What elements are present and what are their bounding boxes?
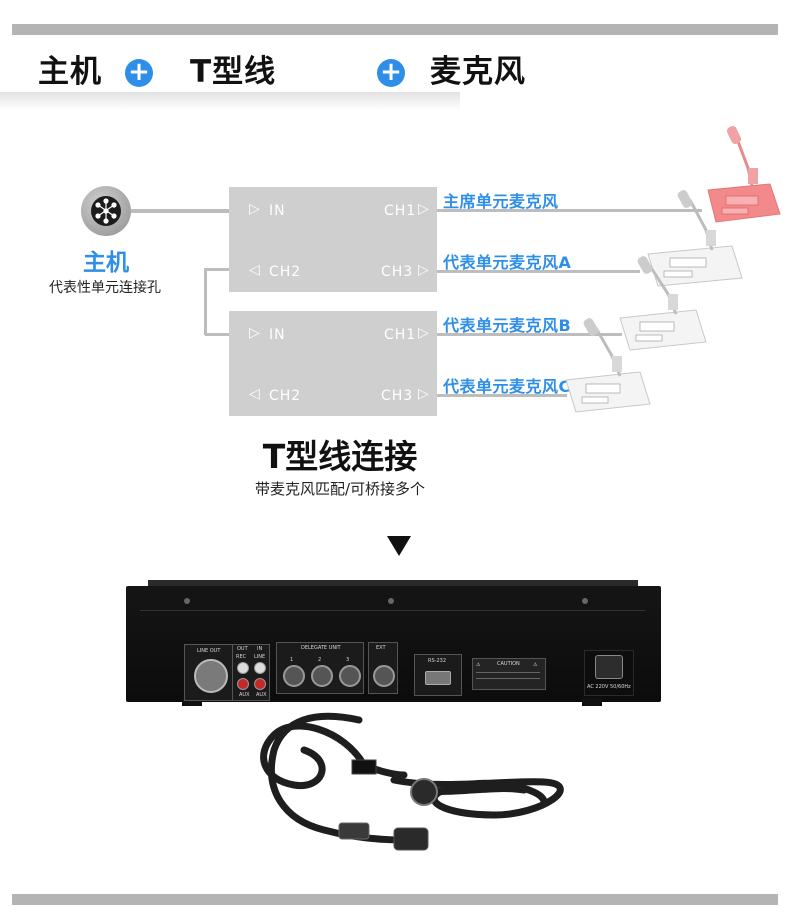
ch1-wire-1 bbox=[437, 209, 702, 212]
in-label: IN bbox=[257, 646, 263, 652]
ch3-label: CH3 bbox=[381, 264, 414, 280]
delegate-mic-b-icon bbox=[619, 256, 707, 351]
delegate-mic-b-label: 代表单元麦克风B bbox=[443, 316, 572, 335]
section-title: T型线连接 bbox=[262, 437, 418, 476]
rec-label: REC bbox=[236, 654, 247, 660]
delegate-unit-panel: DELEGATE UNIT 1 2 3 bbox=[276, 642, 364, 694]
channel-1-label: 1 bbox=[290, 657, 294, 663]
rca-red-icon bbox=[254, 678, 266, 690]
ch3-label: CH3 bbox=[381, 388, 414, 404]
ch3-port-icon: ▷ bbox=[418, 262, 430, 278]
in-port-icon: ▷ bbox=[249, 201, 261, 217]
delegate-mic-a-label: 代表单元麦克风A bbox=[443, 253, 572, 272]
channel-2-label: 2 bbox=[318, 657, 322, 663]
out-in-panel: OUT IN REC LINE AUX AUX bbox=[232, 644, 270, 701]
din-connector-icon bbox=[311, 665, 333, 687]
ch2-label: CH2 bbox=[269, 264, 302, 280]
microphones-illustration bbox=[565, 126, 781, 413]
chair-mic-label: 主席单元麦克风 bbox=[443, 192, 559, 211]
line-label: LINE bbox=[254, 654, 266, 660]
ch1-label: CH1 bbox=[384, 203, 417, 219]
delegate-mic-c-label: 代表单元麦克风C bbox=[443, 377, 571, 396]
in-label: IN bbox=[269, 203, 286, 219]
channel-3-label: 3 bbox=[346, 657, 350, 663]
ch3-port-icon: ▷ bbox=[418, 386, 430, 402]
delegate-mic-a-icon bbox=[647, 190, 743, 287]
top-divider-bar bbox=[12, 24, 778, 35]
ext-panel: EXT bbox=[368, 642, 398, 694]
aux-label: AUX bbox=[239, 692, 250, 698]
din-connector-icon bbox=[283, 665, 305, 687]
in-port-icon: ▷ bbox=[249, 325, 261, 341]
ch1-port-icon: ▷ bbox=[418, 201, 430, 217]
t-junction-icon bbox=[351, 759, 377, 775]
t-cable-box-1: ▷ IN CH1 ▷ ◁ CH2 CH3 ▷ bbox=[229, 187, 437, 292]
ch2-port-icon: ◁ bbox=[249, 386, 261, 402]
ch1-label: CH1 bbox=[384, 327, 417, 343]
ch2-label: CH2 bbox=[269, 388, 302, 404]
rca-white-icon bbox=[237, 662, 249, 674]
host-sublabel: 代表性单元连接孔 bbox=[49, 280, 161, 296]
bottom-divider-bar bbox=[12, 894, 778, 905]
header-t-cable: T型线 bbox=[190, 54, 277, 90]
t-cable-photo bbox=[244, 710, 664, 870]
host-rear-panel: LINE OUT OUT IN REC LINE AUX AUX DELEGAT… bbox=[126, 580, 661, 706]
caution-icon: ⚠ bbox=[533, 662, 538, 668]
in-label: IN bbox=[269, 327, 286, 343]
din-plug-icon bbox=[410, 778, 438, 806]
out-label: OUT bbox=[237, 646, 248, 652]
din-connector-icon bbox=[373, 665, 395, 687]
ch3-wire-1 bbox=[437, 270, 640, 273]
host-to-in-wire bbox=[131, 209, 229, 213]
rca-red-icon bbox=[237, 678, 249, 690]
ext-label: EXT bbox=[376, 645, 386, 651]
rs232-label: RS-232 bbox=[428, 658, 446, 664]
chair-mic-icon bbox=[707, 126, 781, 223]
host-label: 主机 bbox=[83, 250, 129, 276]
din-plug-icon bbox=[393, 827, 429, 851]
ch1-port-icon: ▷ bbox=[418, 325, 430, 341]
rs232-panel: RS-232 bbox=[414, 654, 462, 696]
plus-icon: + bbox=[377, 59, 405, 87]
header-microphone: 麦克风 bbox=[430, 54, 526, 90]
host-port-icon bbox=[81, 186, 131, 236]
header-host: 主机 bbox=[38, 54, 102, 90]
line-out-label: LINE OUT bbox=[197, 648, 221, 654]
t-cable-box-2: ▷ IN CH1 ▷ ◁ CH2 CH3 ▷ bbox=[229, 311, 437, 416]
loop-wire-vertical bbox=[204, 268, 207, 335]
aux-label: AUX bbox=[256, 692, 267, 698]
down-arrow-icon bbox=[387, 536, 411, 556]
header-shadow bbox=[0, 92, 460, 110]
ch2-port-icon: ◁ bbox=[249, 262, 261, 278]
caution-label: CAUTION bbox=[497, 661, 520, 667]
iec-power-inlet-icon bbox=[595, 655, 623, 679]
caution-icon: ⚠ bbox=[476, 662, 481, 668]
ch1-wire-2 bbox=[437, 333, 622, 336]
section-subtitle: 带麦克风匹配/可桥接多个 bbox=[254, 480, 426, 498]
loop-wire-bottom bbox=[205, 333, 229, 336]
loop-wire-top bbox=[205, 268, 229, 271]
ac-power-panel: AC 220V 50/60Hz bbox=[584, 650, 634, 696]
line-out-panel: LINE OUT bbox=[184, 644, 234, 701]
plus-icon: + bbox=[125, 59, 153, 87]
delegate-mic-c-icon bbox=[565, 318, 651, 413]
xlr-connector-icon bbox=[194, 659, 228, 693]
rca-white-icon bbox=[254, 662, 266, 674]
caution-panel: ⚠ CAUTION ⚠ bbox=[472, 658, 546, 690]
ch3-wire-2 bbox=[437, 394, 567, 397]
db9-connector-icon bbox=[425, 671, 451, 685]
din-connector-icon bbox=[339, 665, 361, 687]
delegate-unit-label: DELEGATE UNIT bbox=[301, 645, 341, 651]
ac-label: AC 220V 50/60Hz bbox=[587, 684, 631, 690]
